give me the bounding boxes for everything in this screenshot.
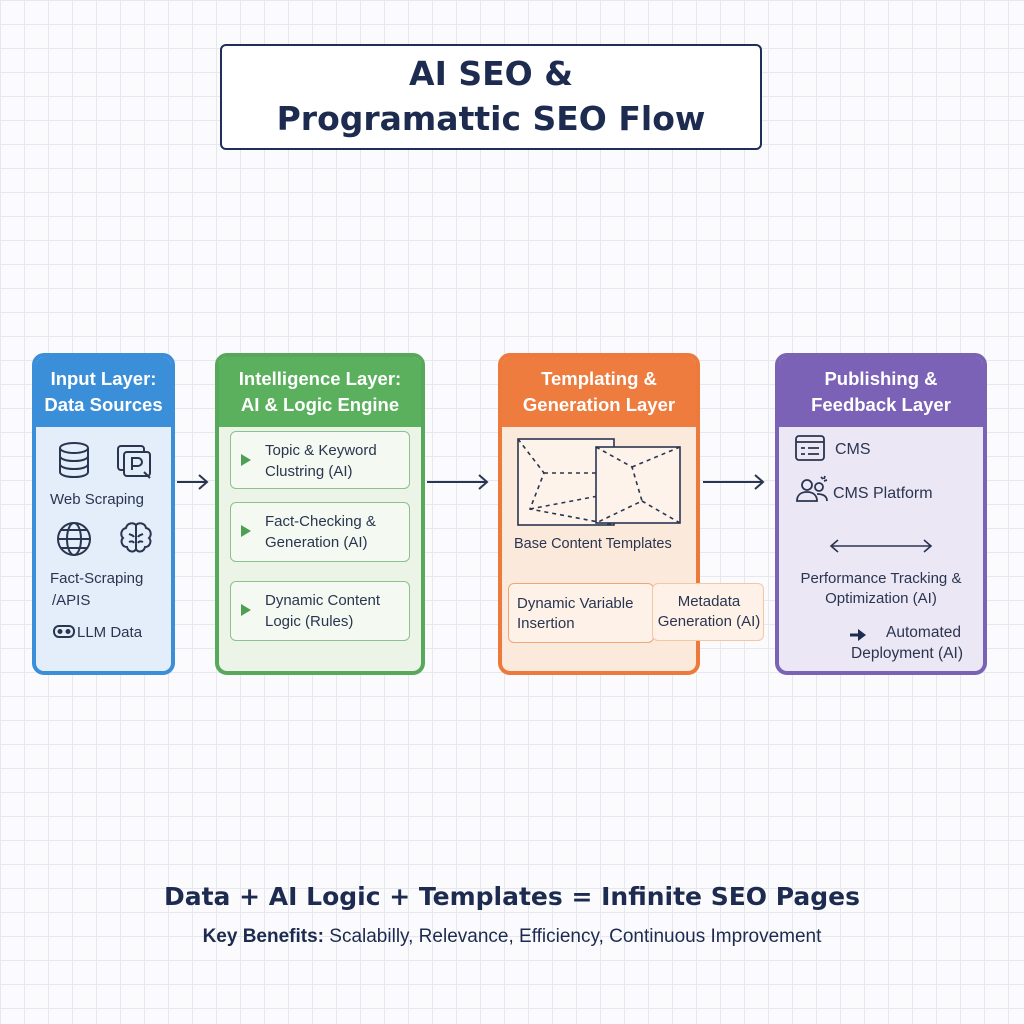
apis-label: /APIS — [52, 592, 91, 609]
equation-text: Data + AI Logic + Templates = Infinite S… — [163, 882, 860, 911]
input-layer-panel: Input Layer: Data Sources Web Scraping — [32, 353, 175, 675]
intelligence-layer-panel: Intelligence Layer: AI & Logic Engine To… — [215, 353, 425, 675]
metadata-generation-card: Metadata Generation (AI) — [652, 583, 764, 641]
variable-card-line-1: Dynamic Variable — [517, 595, 634, 612]
performance-tracking-label: Performance Tracking & Optimization (AI) — [779, 569, 983, 610]
fact-checking-card: Fact-Checking & Generation (AI) — [230, 502, 410, 562]
chat-bubbles-icon — [53, 625, 75, 638]
users-icon — [796, 475, 828, 502]
templating-layer-body: Base Content Templates Dynamic Variable … — [502, 427, 696, 671]
tracking-line-1: Performance Tracking & — [800, 570, 962, 587]
play-icon — [241, 525, 251, 537]
metadata-card-line-2: Generation (AI) — [657, 613, 761, 631]
play-icon — [241, 604, 251, 616]
arrow-right-icon — [850, 629, 866, 641]
input-header-line-2: Data Sources — [44, 394, 163, 415]
publishing-header-line-1: Publishing & — [824, 368, 938, 390]
database-icon — [59, 442, 89, 479]
templating-header-line-2: Generation Layer — [522, 394, 676, 415]
fact-card-line-1: Fact-Checking & — [265, 513, 376, 530]
templating-header-line-1: Templating & — [541, 368, 657, 390]
dynamic-card-line-1: Dynamic Content — [265, 592, 381, 609]
variable-card-line-2: Insertion — [517, 615, 575, 633]
publishing-layer-header: Publishing & Feedback Layer — [779, 357, 983, 427]
template-pages-icon — [517, 438, 681, 526]
flow-arrow-1 — [177, 474, 209, 490]
publishing-layer-panel: Publishing & Feedback Layer CMS CMS Plat… — [775, 353, 987, 675]
scraper-icon — [117, 445, 151, 479]
key-benefits-label: Key Benefits: — [202, 926, 324, 947]
key-benefits-text: Scalabilly, Relevance, Efficiency, Conti… — [324, 926, 822, 947]
flow-arrow-2 — [427, 474, 489, 490]
input-layer-header: Input Layer: Data Sources — [36, 357, 171, 427]
globe-icon — [57, 522, 91, 556]
flow-arrow-3 — [703, 474, 765, 490]
key-benefits: Key Benefits: Scalabilly, Relevance, Eff… — [0, 926, 1024, 948]
intelligence-header-line-1: Intelligence Layer: — [238, 368, 402, 390]
title-box: AI SEO & Programattic SEO Flow — [220, 44, 762, 150]
web-scraping-label: Web Scraping — [50, 491, 144, 508]
deploy-line-2: Deployment (AI) — [851, 644, 963, 662]
llm-data-label: LLM Data — [77, 624, 143, 641]
topic-card-line-2: Clustring (AI) — [265, 463, 353, 480]
fact-scraping-label: Fact-Scraping — [50, 570, 144, 587]
play-icon — [241, 454, 251, 466]
dynamic-variable-card: Dynamic Variable Insertion — [508, 583, 654, 643]
publishing-layer-body: CMS CMS Platform Performance Tracking & … — [779, 427, 983, 671]
title-line-1: AI SEO & — [409, 54, 573, 94]
topic-card-line-1: Topic & Keyword — [265, 442, 377, 459]
input-layer-body: Web Scraping Fact-Scraping /APIS LL — [36, 427, 171, 671]
automated-deployment-label: Automated Deployment (AI) — [833, 623, 983, 665]
input-header-line-1: Input Layer: — [50, 368, 157, 390]
templating-layer-header: Templating & Generation Layer — [502, 357, 696, 427]
deploy-line-1: Automated — [886, 624, 961, 641]
brain-icon — [120, 522, 152, 553]
tracking-line-2: Optimization (AI) — [825, 590, 937, 608]
intelligence-layer-header: Intelligence Layer: AI & Logic Engine — [219, 357, 421, 427]
cms-platform-label: CMS Platform — [833, 485, 933, 502]
dynamic-content-card: Dynamic Content Logic (Rules) — [230, 581, 410, 641]
templating-layer-panel: Templating & Generation Layer Base Conte… — [498, 353, 700, 675]
cms-window-icon — [795, 435, 825, 461]
intelligence-layer-body: Topic & Keyword Clustring (AI) Fact-Chec… — [219, 427, 421, 671]
title-line-2: Programattic SEO Flow — [276, 99, 706, 138]
topic-keyword-card: Topic & Keyword Clustring (AI) — [230, 431, 410, 489]
metadata-card-line-1: Metadata — [677, 593, 741, 610]
intelligence-header-line-2: AI & Logic Engine — [240, 394, 400, 415]
dynamic-card-line-2: Logic (Rules) — [265, 613, 354, 630]
publishing-header-line-2: Feedback Layer — [811, 394, 951, 415]
base-content-templates-label: Base Content Templates — [514, 536, 672, 552]
fact-card-line-2: Generation (AI) — [265, 534, 368, 551]
bidirectional-arrow-icon — [829, 539, 933, 553]
cms-label: CMS — [835, 441, 871, 458]
